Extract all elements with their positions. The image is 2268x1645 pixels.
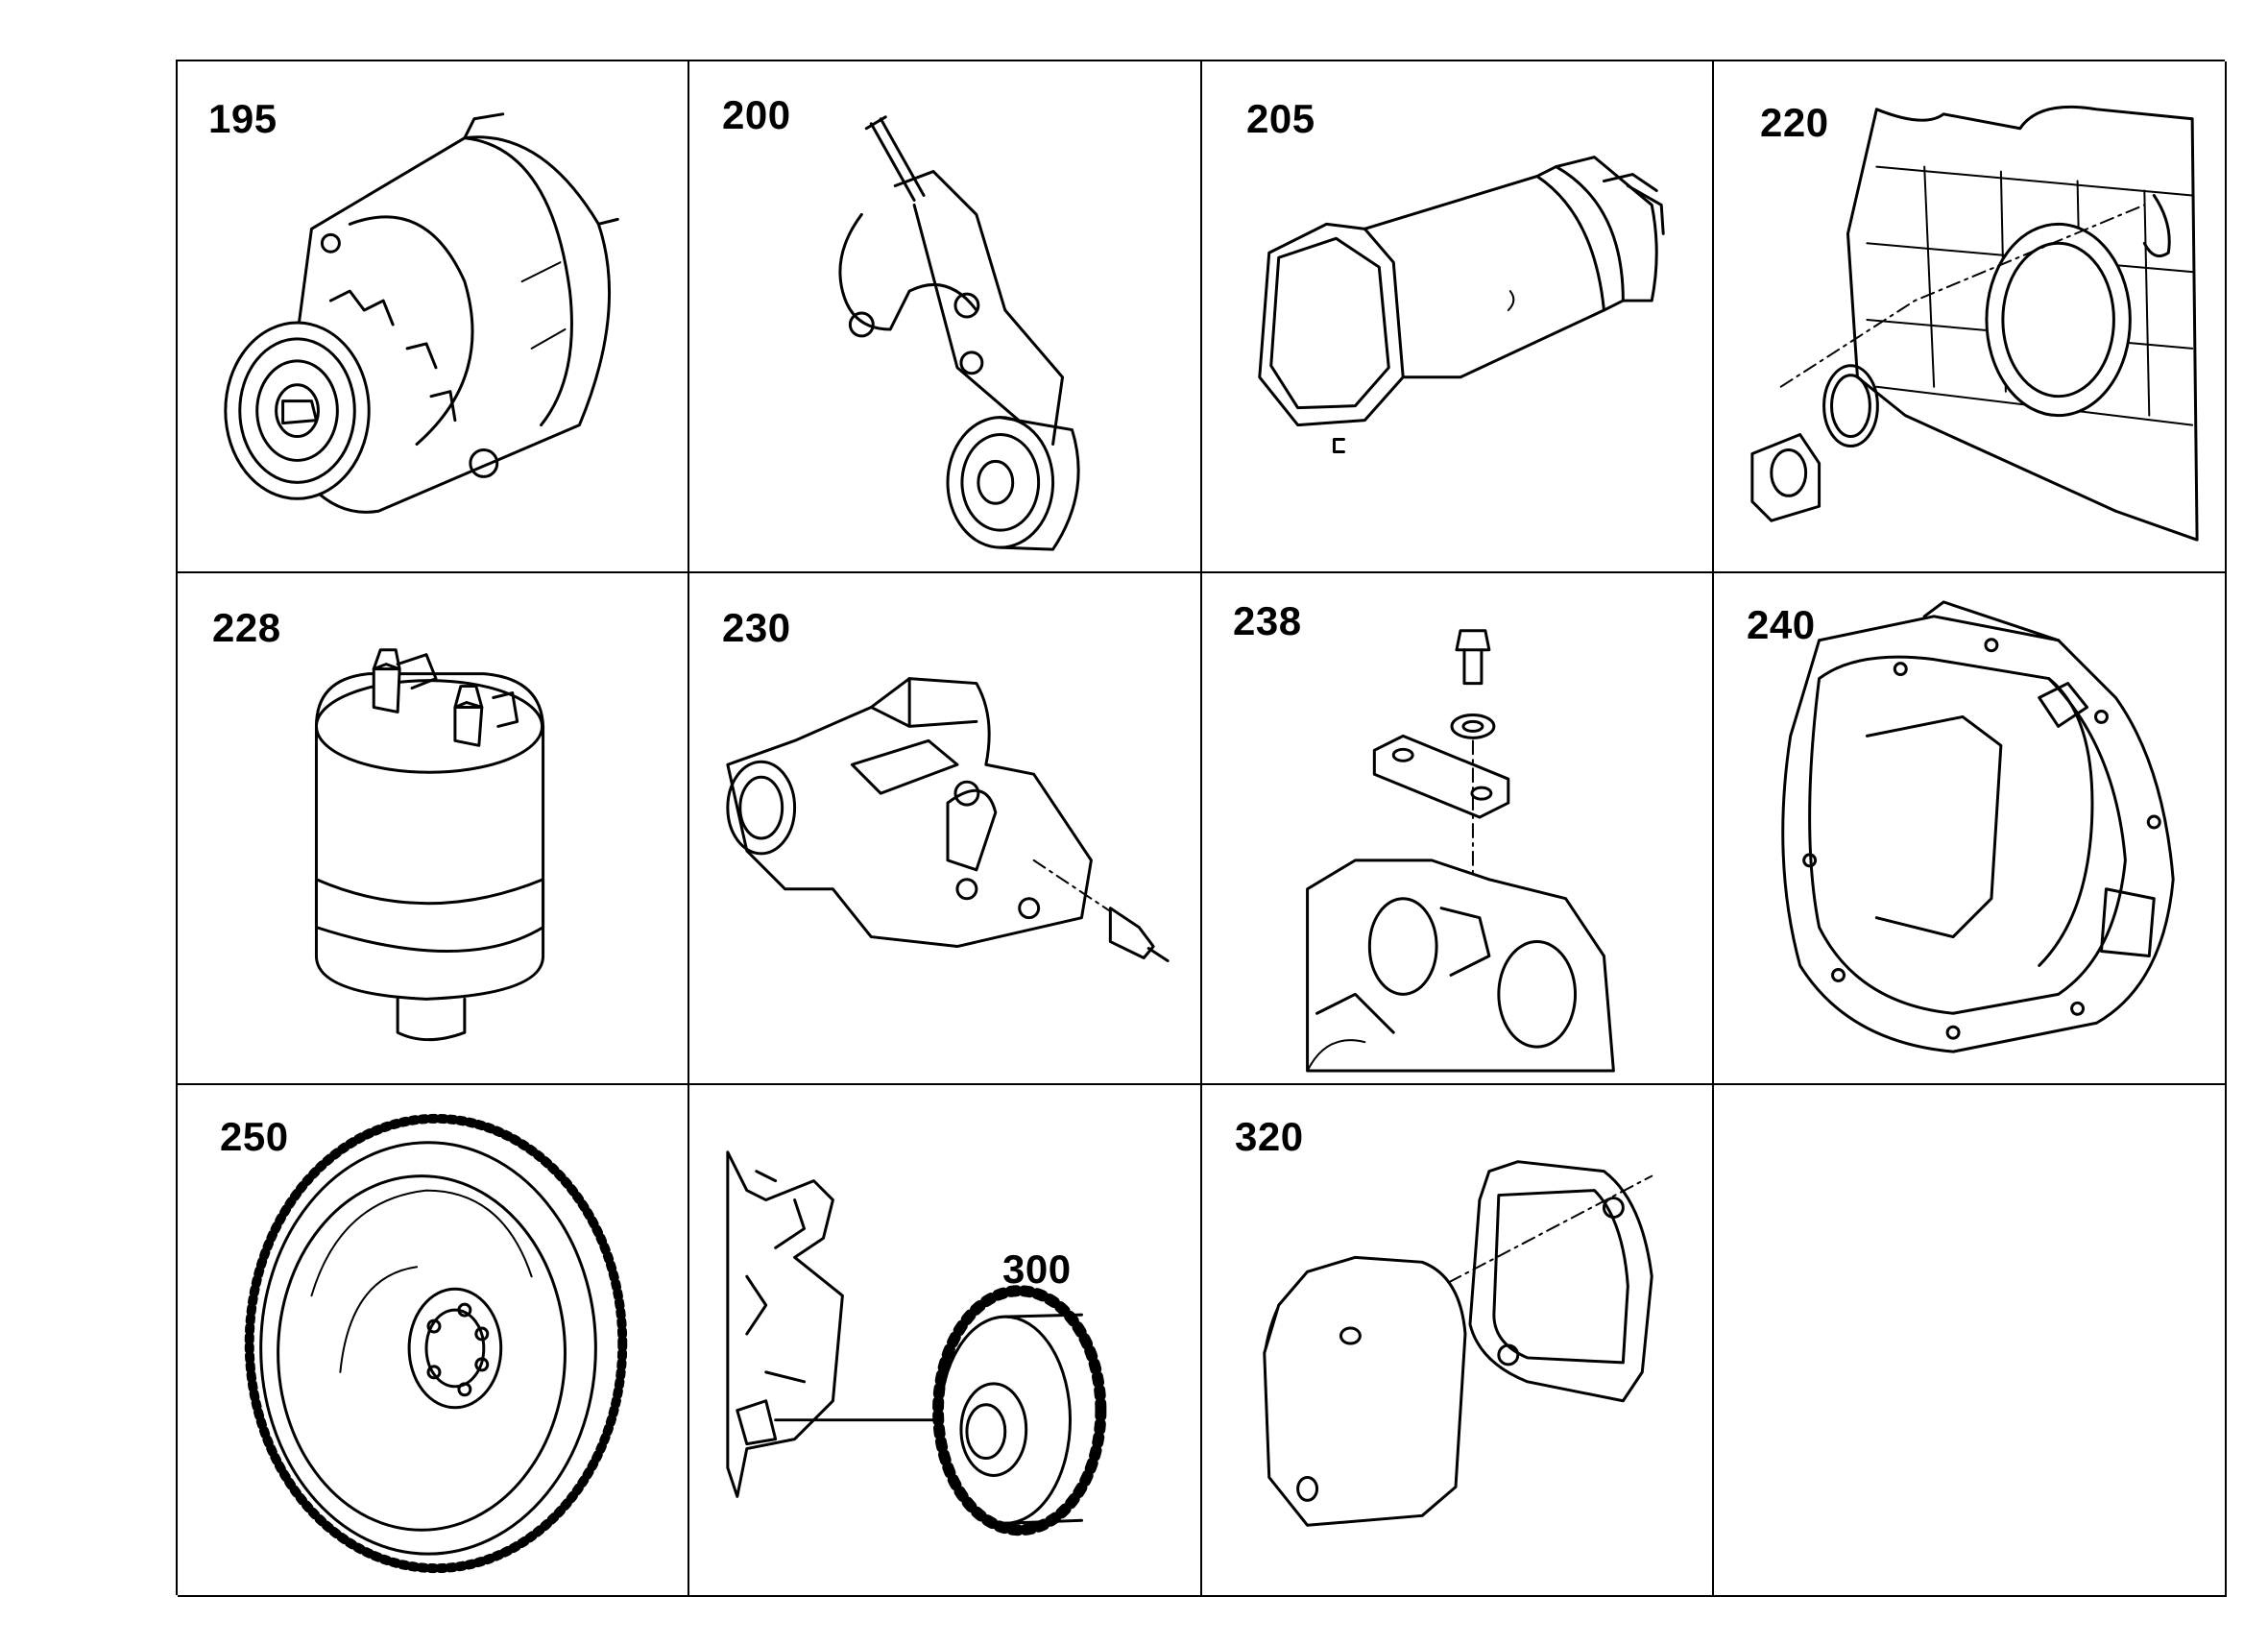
part-cell-320[interactable]: 320 bbox=[1202, 1085, 1714, 1597]
parts-grid: 195 200 bbox=[176, 60, 2227, 1597]
part-cell-300[interactable]: 300 bbox=[689, 1085, 1202, 1597]
oil-pressure-switch-icon bbox=[314, 648, 545, 1042]
starter-motor-icon bbox=[1258, 156, 1665, 453]
part-number: 195 bbox=[208, 96, 277, 141]
part-number: 250 bbox=[220, 1114, 289, 1159]
part-number: 205 bbox=[1246, 96, 1315, 141]
part-cell-228[interactable]: 228 bbox=[178, 573, 689, 1085]
part-number: 228 bbox=[212, 605, 281, 650]
part-cell-230[interactable]: 230 bbox=[689, 573, 1202, 1085]
part-number: 200 bbox=[722, 92, 791, 137]
flywheel-housing-icon bbox=[1781, 600, 2175, 1053]
lifting-bracket-icon bbox=[1306, 629, 1615, 1073]
crankshaft-seal-icon bbox=[1750, 105, 2199, 542]
part-cell-240[interactable]: 240 bbox=[1714, 573, 2227, 1085]
empty-cell bbox=[1714, 1085, 2227, 1597]
part-number: 220 bbox=[1760, 100, 1829, 145]
part-number: 238 bbox=[1233, 598, 1302, 643]
part-number: 300 bbox=[1002, 1246, 1072, 1292]
part-cell-238[interactable]: 238 bbox=[1202, 573, 1714, 1085]
part-number: 320 bbox=[1235, 1114, 1304, 1159]
part-cell-195[interactable]: 195 bbox=[178, 61, 689, 573]
alternator-icon bbox=[224, 112, 619, 514]
part-cell-200[interactable]: 200 bbox=[689, 61, 1202, 573]
part-number: 230 bbox=[722, 605, 791, 650]
belt-tensioner-icon bbox=[838, 115, 1080, 551]
cover-plate-icon bbox=[1263, 1160, 1653, 1527]
part-cell-220[interactable]: 220 bbox=[1714, 61, 2227, 573]
part-cell-205[interactable]: 205 bbox=[1202, 61, 1714, 573]
idler-gear-icon bbox=[726, 1150, 1107, 1536]
part-number: 240 bbox=[1747, 602, 1816, 647]
flywheel-icon bbox=[244, 1113, 628, 1574]
thermostat-housing-icon bbox=[726, 677, 1170, 962]
part-cell-250[interactable]: 250 bbox=[178, 1085, 689, 1597]
